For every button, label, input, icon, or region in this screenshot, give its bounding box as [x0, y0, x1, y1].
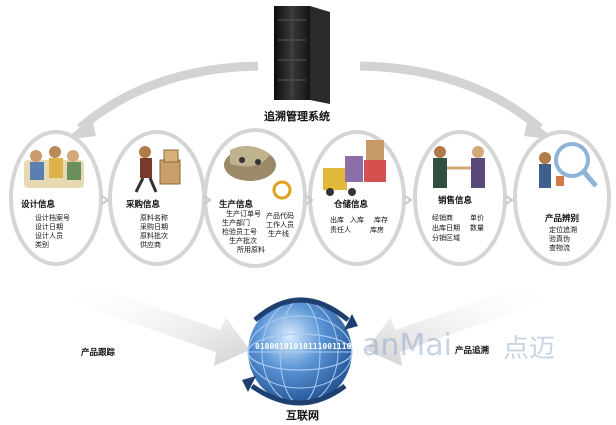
node-line: 采购日期 — [140, 223, 168, 231]
product-tracking-label: 产品跟踪 — [81, 348, 116, 358]
binary-text: 01000101010111001110 — [255, 342, 352, 351]
node-line: 设计人员 — [35, 232, 63, 240]
node-line: 入库 — [350, 216, 364, 224]
node-line: 单价 — [470, 214, 484, 222]
right-bottom-arrow — [366, 285, 546, 366]
server-rack — [274, 6, 330, 104]
node-line: 出库日期 — [432, 224, 460, 232]
node-line: 出库 — [330, 216, 344, 224]
system-title: 追溯管理系统 — [264, 110, 330, 123]
node-line: 生产批次 — [229, 237, 257, 245]
node-title-purchase: 采购信息 — [126, 200, 161, 210]
node-line: 生产线 — [268, 230, 289, 238]
node-title-identify: 产品辨别 — [545, 214, 580, 224]
design-illustration — [24, 146, 84, 188]
product-tracing-label: 产品追溯 — [455, 346, 490, 356]
node-line: 原料批次 — [140, 232, 168, 240]
node-line: 工作人员 — [266, 221, 294, 229]
node-title-production: 生产信息 — [219, 200, 254, 210]
right-curved-arrow — [359, 61, 543, 132]
node-line: 所用原料 — [237, 246, 265, 254]
node-title-design: 设计信息 — [21, 200, 56, 210]
chevron-4 — [404, 195, 413, 205]
node-line: 分销区域 — [432, 234, 460, 242]
production-illustration — [224, 145, 292, 200]
node-line: 设计档案号 — [35, 214, 70, 222]
node-line: 产品代码 — [266, 212, 294, 220]
chevron-1 — [101, 195, 110, 205]
sales-illustration — [433, 146, 485, 188]
chevron-2 — [203, 195, 212, 205]
node-line: 供应商 — [140, 241, 161, 249]
node-line: 库房 — [370, 226, 384, 234]
left-curved-arrow — [77, 61, 259, 132]
purchase-illustration — [134, 146, 181, 193]
internet-label: 互联网 — [286, 409, 319, 422]
chevron-3 — [305, 195, 314, 205]
node-line: 检验员工号 — [222, 228, 257, 236]
warehouse-illustration — [323, 140, 386, 196]
watermark-latin: anMai — [362, 328, 452, 363]
chevron-5 — [505, 195, 514, 205]
node-line: 验真伪 — [549, 235, 570, 243]
node-line: 库存 — [374, 216, 388, 224]
node-line: 类别 — [35, 241, 49, 249]
identify-illustration — [539, 142, 598, 188]
node-line: 数量 — [470, 224, 484, 232]
node-line: 设计日期 — [35, 223, 63, 231]
node-title-sales: 销售信息 — [438, 196, 473, 206]
node-line: 责任人 — [330, 226, 351, 234]
node-line: 原料名称 — [140, 214, 168, 222]
node-line: 生产部门 — [222, 219, 250, 227]
node-line: 经销商 — [432, 214, 453, 222]
watermark-cjk: 点迈 — [503, 334, 556, 364]
node-line: 生产订单号 — [226, 210, 261, 218]
node-title-warehouse: 仓储信息 — [334, 200, 369, 210]
node-line: 定位追溯 — [549, 226, 577, 234]
internet-globe — [242, 297, 358, 406]
left-bottom-arrow — [70, 285, 250, 366]
node-line: 查物流 — [549, 244, 570, 252]
